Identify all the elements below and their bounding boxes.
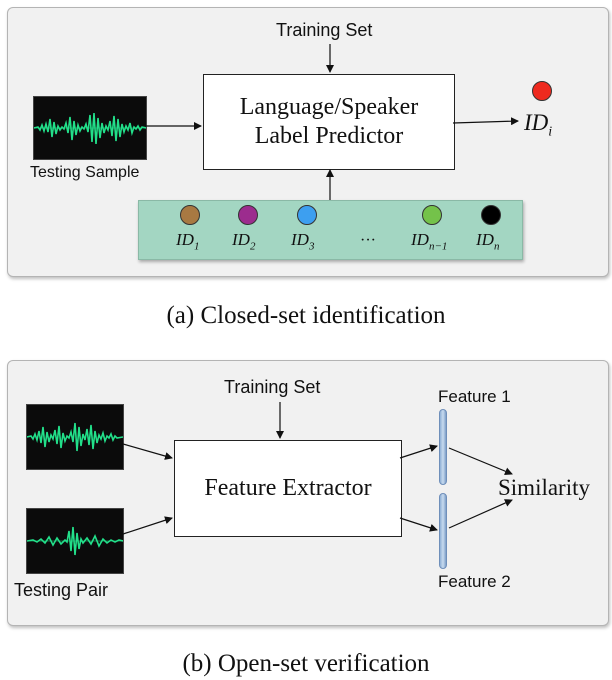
id-dot-3 xyxy=(297,205,317,225)
caption-b: (b) Open-set verification xyxy=(182,650,430,677)
training-set-label-a: Training Set xyxy=(276,20,373,40)
label-predictor-box: Language/Speaker Label Predictor xyxy=(203,74,455,170)
id-dot-1 xyxy=(180,205,200,225)
testing-pair-label: Testing Pair xyxy=(14,580,109,600)
predictor-line-1: Language/Speaker xyxy=(239,94,419,120)
arrow-extractor-to-feature1 xyxy=(399,444,438,459)
id-label-1: ID1 xyxy=(176,230,200,253)
feature-2-bar xyxy=(439,493,447,569)
feature-2-label: Feature 2 xyxy=(438,572,511,591)
caption-a: (a) Closed-set identification xyxy=(166,302,446,329)
training-set-label-b: Training Set xyxy=(224,377,321,397)
output-id-label: IDi xyxy=(524,110,552,141)
testing-sample-waveform xyxy=(33,96,147,160)
id-dot-n-minus-1 xyxy=(422,205,442,225)
similarity-label: Similarity xyxy=(498,475,590,500)
arrow-extractor-to-feature2 xyxy=(399,517,438,532)
arrow-wave1-to-extractor xyxy=(122,443,173,460)
id-ellipsis: ··· xyxy=(360,232,376,249)
output-id-sub: i xyxy=(548,124,553,140)
waveform-icon xyxy=(33,112,147,145)
id-dot-n xyxy=(481,205,501,225)
output-id-dot xyxy=(532,81,552,101)
predictor-line-2: Label Predictor xyxy=(254,123,404,149)
waveform-icon xyxy=(26,422,124,452)
id-label-n-minus-1: IDn−1 xyxy=(411,230,448,253)
feature-extractor-box: Feature Extractor xyxy=(174,440,402,537)
id-candidates-strip xyxy=(138,200,523,260)
feature-1-label: Feature 1 xyxy=(438,387,511,406)
waveform-icon xyxy=(26,526,124,556)
arrow-wave2-to-extractor xyxy=(122,516,173,535)
output-id-base: ID xyxy=(524,110,549,135)
arrow-feature2-to-similarity xyxy=(448,499,513,529)
id-dot-2 xyxy=(238,205,258,225)
id-label-n: IDn xyxy=(476,230,500,253)
id-label-3: ID3 xyxy=(291,230,315,253)
arrow-feature1-to-similarity xyxy=(448,447,513,476)
extractor-label: Feature Extractor xyxy=(204,475,372,501)
feature-1-bar xyxy=(439,409,447,485)
arrow-predictor-to-output xyxy=(452,117,519,126)
testing-pair-waveform-1 xyxy=(26,404,124,470)
testing-sample-label: Testing Sample xyxy=(30,164,140,181)
id-label-2: ID2 xyxy=(232,230,256,253)
testing-pair-waveform-2 xyxy=(26,508,124,574)
